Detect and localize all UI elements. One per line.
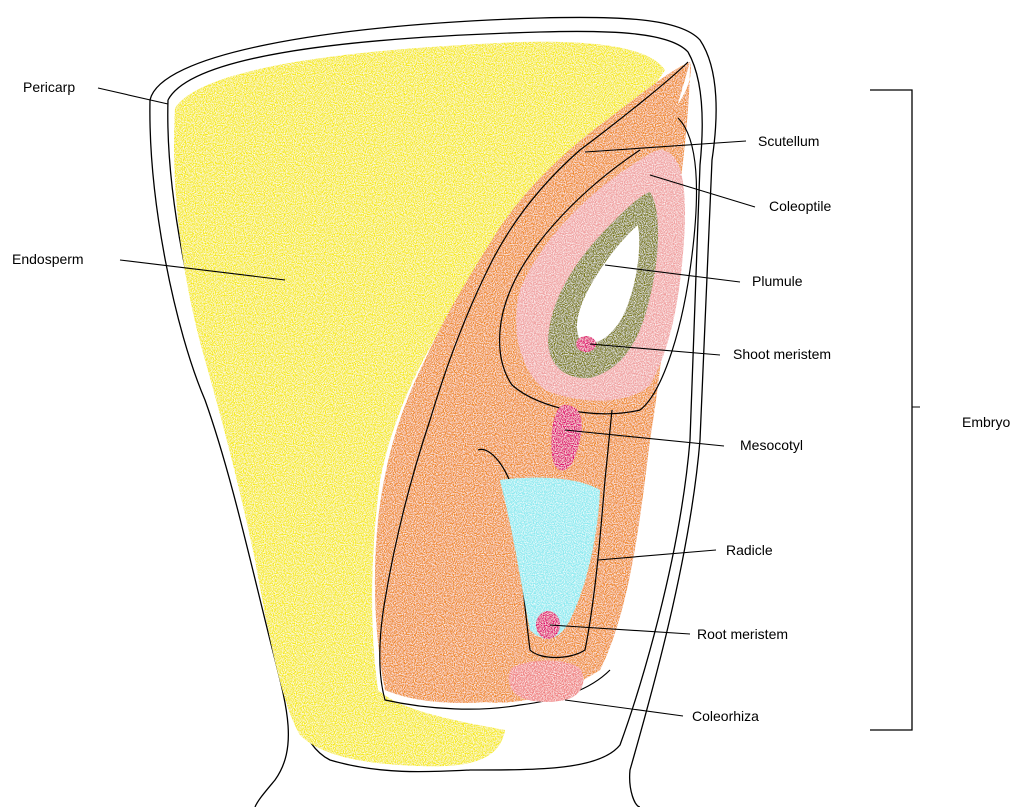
label-coleoptile: Coleoptile: [769, 198, 831, 214]
label-embryo: Embryo: [962, 414, 1010, 430]
label-endosperm: Endosperm: [12, 251, 84, 267]
label-shoot-meristem: Shoot meristem: [733, 346, 831, 362]
label-scutellum: Scutellum: [758, 133, 819, 149]
label-radicle: Radicle: [726, 542, 773, 558]
coleorhiza-region: [509, 661, 584, 702]
label-mesocotyl: Mesocotyl: [740, 437, 803, 453]
label-root-meristem: Root meristem: [697, 626, 788, 642]
embryo-bracket: [870, 90, 912, 730]
label-coleorhiza: Coleorhiza: [692, 708, 759, 724]
label-plumule: Plumule: [752, 273, 803, 289]
pericarp-leader: [98, 88, 168, 104]
coleorhiza-leader: [565, 700, 683, 716]
label-pericarp: Pericarp: [23, 79, 75, 95]
